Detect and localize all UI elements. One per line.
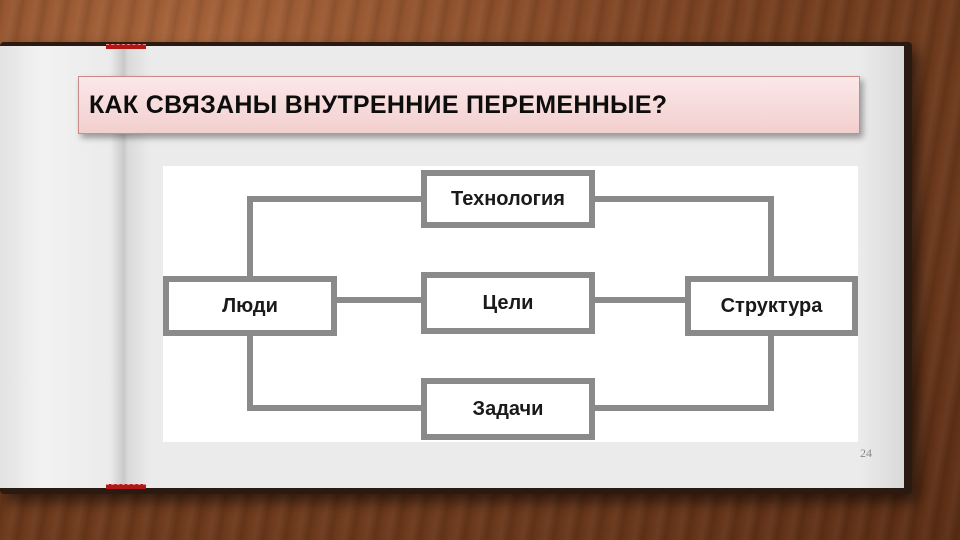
bookmark-ribbon-top (106, 44, 146, 49)
connector-people-technology (247, 196, 421, 276)
node-goals: Цели (421, 272, 595, 334)
connector-technology-structure (595, 196, 774, 276)
slide-title-bar: КАК СВЯЗАНЫ ВНУТРЕННИЕ ПЕРЕМЕННЫЕ? (78, 76, 860, 134)
node-goals-label: Цели (482, 291, 534, 314)
connector-tasks-structure (595, 336, 774, 411)
node-tasks-label: Задачи (472, 397, 544, 420)
node-structure: Структура (685, 276, 858, 336)
page-number: 24 (860, 446, 872, 460)
connector-people-tasks (247, 336, 421, 411)
node-structure-label: Структура (720, 294, 823, 317)
node-tasks: Задачи (421, 378, 595, 440)
node-people-label: Люди (222, 294, 278, 317)
node-technology: Технология (421, 170, 595, 228)
diagram-connectors (247, 196, 774, 411)
diagram: Технология Люди Цели Структура Задачи (163, 166, 858, 442)
node-technology-label: Технология (451, 187, 565, 210)
bookmark-ribbon-bottom (106, 484, 146, 489)
slide-title: КАК СВЯЗАНЫ ВНУТРЕННИЕ ПЕРЕМЕННЫЕ? (89, 91, 668, 119)
node-people: Люди (163, 276, 337, 336)
